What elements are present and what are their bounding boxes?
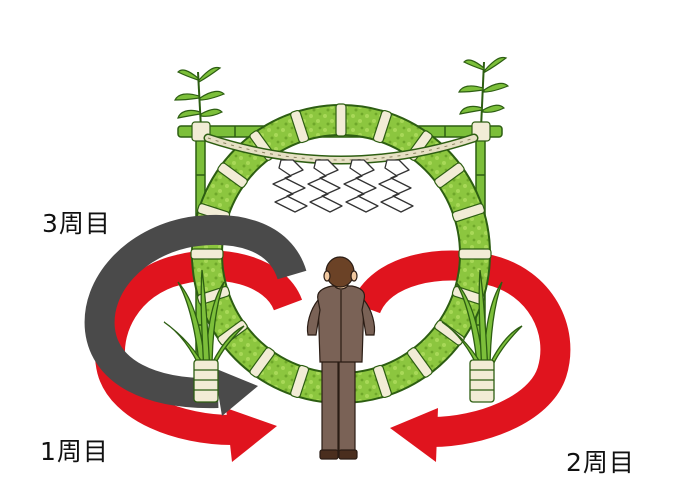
grass-tuft-left [163, 269, 245, 403]
lap1-label: 1周目 [40, 437, 109, 466]
ring-band [372, 109, 392, 144]
ring-band [249, 347, 276, 378]
ring-band [406, 347, 433, 378]
bamboo-leaves-left [174, 66, 226, 129]
lap3-arrow [84, 214, 307, 416]
lap2-label: 2周目 [566, 448, 635, 477]
shide-streamer [272, 159, 308, 213]
shide-streamer [307, 159, 343, 213]
bamboo-leaves-right [458, 56, 510, 129]
worshipper-figure [306, 256, 376, 460]
ring-band [290, 109, 310, 144]
lap2-arrow [351, 250, 571, 462]
shide-streamer [343, 159, 379, 213]
ring-band [434, 162, 465, 189]
shimenawa-rope [203, 133, 479, 165]
ring-band [190, 248, 224, 260]
ring-band [217, 319, 248, 346]
lap1-arrow-head [226, 408, 277, 462]
shide-streamer [378, 159, 414, 213]
grass-tuft-right [441, 269, 523, 403]
lap3-arrow-head [214, 368, 258, 416]
ring-band [458, 248, 492, 260]
ring-band [217, 162, 248, 189]
ring-band [451, 203, 486, 223]
ring-band [290, 364, 310, 399]
shide-paper-streamers [272, 159, 414, 213]
lap2-arrow-head [390, 408, 438, 462]
lap3-label: 3周目 [42, 209, 111, 238]
ring-band [335, 103, 347, 137]
ring-band [372, 364, 392, 399]
lap1-arrow [94, 250, 303, 462]
